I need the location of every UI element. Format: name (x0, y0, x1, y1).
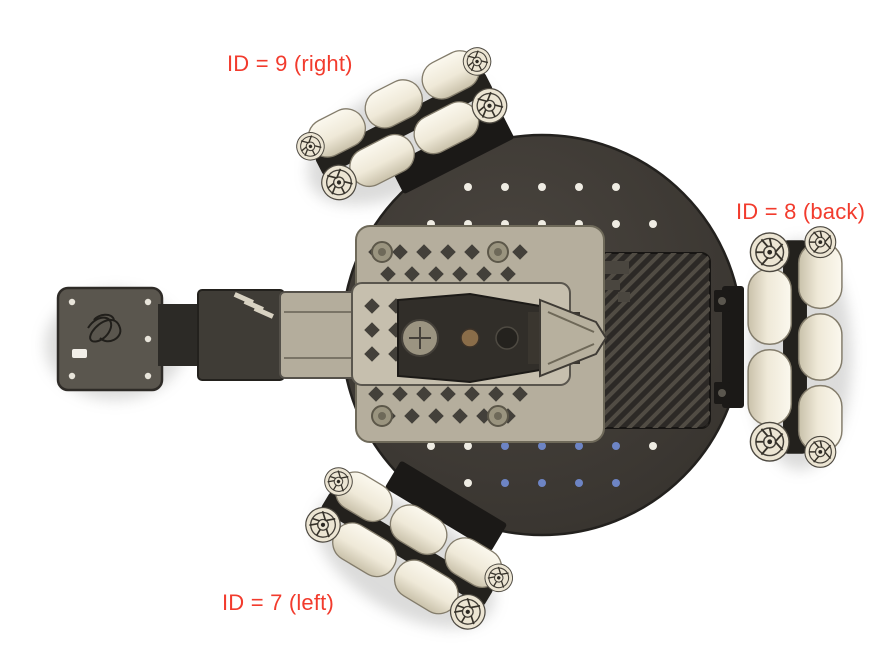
mounting-hole-blue (501, 479, 509, 487)
logo-scribble (87, 313, 122, 343)
mounting-hole (464, 479, 472, 487)
end-effector (56, 286, 164, 392)
heatsink-fin (597, 267, 710, 384)
heatsink-fin (597, 358, 710, 428)
heatsink-fin (597, 345, 710, 428)
diamond-cutout (440, 244, 456, 260)
mounting-hole (464, 183, 472, 191)
heatsink-fin (597, 306, 710, 423)
heatsink-fin (597, 253, 710, 332)
heatsink-fin (597, 254, 710, 371)
mounting-hole (464, 442, 472, 450)
mounting-hole (649, 442, 657, 450)
heatsink-fin (597, 319, 710, 428)
mount-screws (371, 241, 509, 427)
annotation-wheel-7: ID = 7 (left) (222, 590, 335, 615)
mounting-hole (538, 183, 546, 191)
annotation-wheel-9: ID = 9 (right) (227, 51, 353, 76)
arm-turret (351, 282, 608, 386)
mounting-hole (612, 183, 620, 191)
diamond-cutout (392, 244, 408, 260)
heatsink-fin (597, 280, 710, 397)
wrist-connector (158, 304, 204, 366)
mounting-hole-blue (612, 442, 620, 450)
heatsink-fin (597, 384, 710, 428)
heatsink-fin (597, 253, 710, 345)
mounting-hole-blue (575, 479, 583, 487)
mounting-hole-blue (501, 442, 509, 450)
heatsink-fin (597, 332, 710, 428)
diamond-cutout (464, 244, 480, 260)
heatsink-fin (597, 293, 710, 410)
wheel-brackets (385, 110, 744, 551)
gripper-joint (401, 319, 519, 357)
gripper-linkage (539, 298, 608, 378)
heatsink-fin (597, 253, 710, 280)
robot-arm (56, 282, 608, 392)
mounting-hole (612, 220, 620, 228)
mounting-hole (649, 220, 657, 228)
mounting-hole-blue (538, 479, 546, 487)
diamond-cutout (416, 244, 432, 260)
forearm-block (197, 289, 285, 381)
annotation-wheel-8: ID = 8 (back) (736, 199, 866, 224)
mounting-hole-blue (538, 442, 546, 450)
arm-mid-segment (279, 291, 361, 379)
mounting-hole (575, 183, 583, 191)
mounting-hole-blue (575, 442, 583, 450)
heatsink-fin (597, 253, 710, 358)
mounting-hole-blue (612, 479, 620, 487)
mounting-hole (427, 442, 435, 450)
electronics-box (596, 252, 711, 429)
mounting-hole (501, 183, 509, 191)
heatsink-fin (597, 397, 710, 428)
heatsink-fin (597, 253, 710, 319)
diamond-cutout (512, 244, 528, 260)
heatsink-fin (597, 371, 710, 428)
